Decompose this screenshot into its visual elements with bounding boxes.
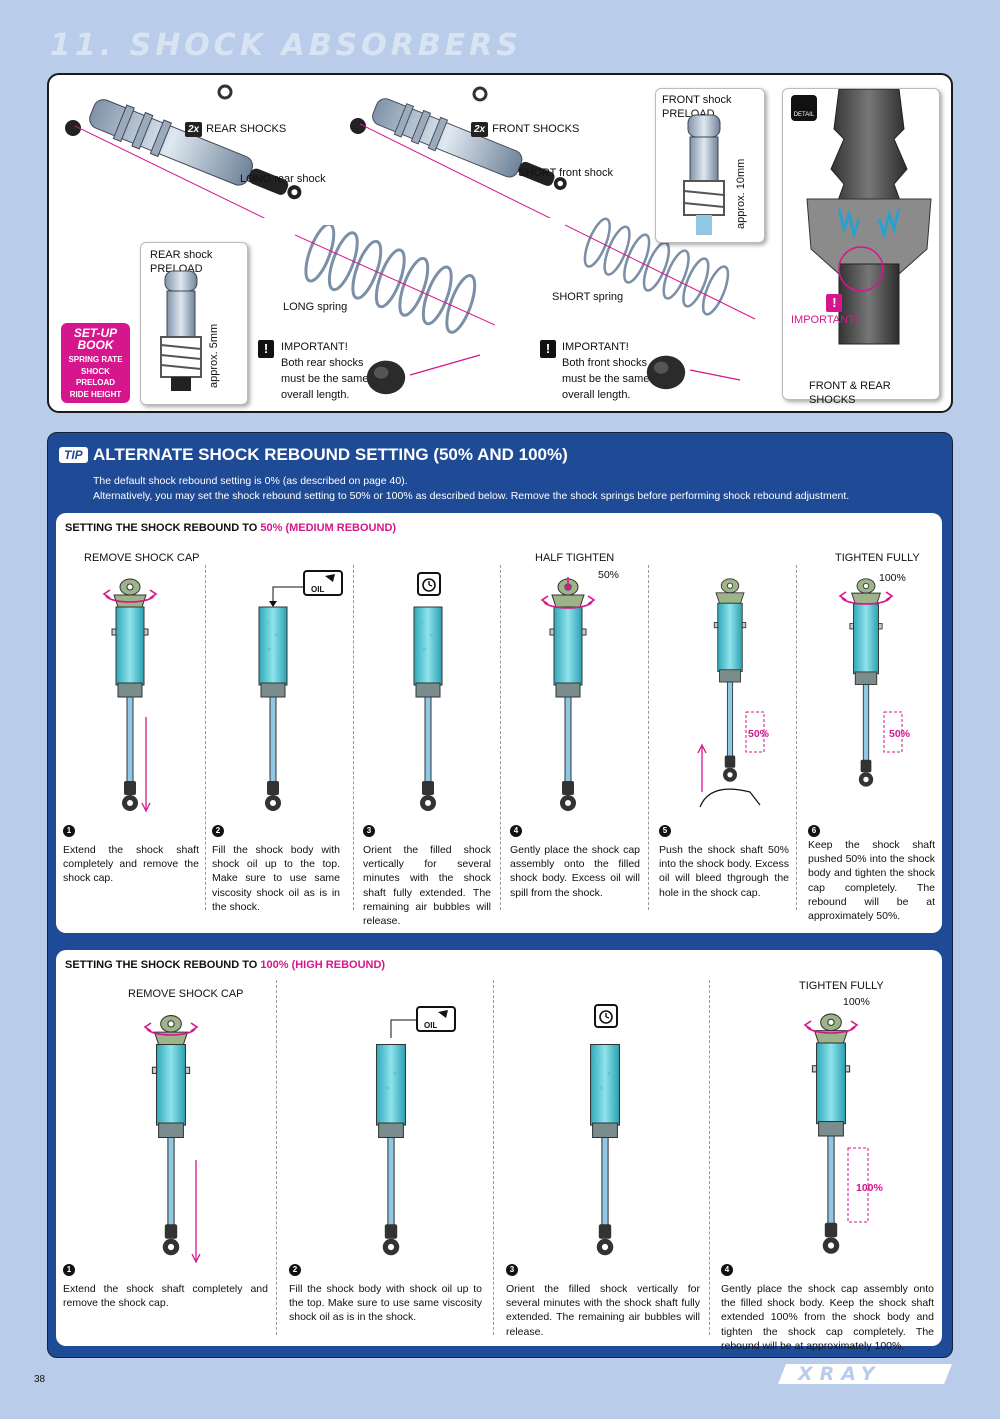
detail-important: ! IMPORTANT! xyxy=(791,294,858,326)
tighten-fully-pct: 100% xyxy=(879,572,906,584)
divider xyxy=(205,565,206,910)
shock-100-step-4 xyxy=(804,1013,869,1255)
step-5-text: Push the shock shaft 50% into the shock … xyxy=(659,844,789,899)
step-100-2: 2 xyxy=(289,1262,301,1276)
oil-icon xyxy=(303,570,343,596)
tip-badge: TIP xyxy=(59,447,88,463)
step-5: 5 xyxy=(659,823,671,837)
half-tighten-label: HALF TIGHTEN xyxy=(535,552,615,564)
divider xyxy=(353,565,354,910)
rear-preload-value: approx. 5mm xyxy=(208,323,220,388)
important-front-text: IMPORTANT!Both front shocks must be the … xyxy=(562,341,650,401)
shock-step-6 xyxy=(839,578,903,788)
rebound-100-title: SETTING THE SHOCK REBOUND TO 100% (HIGH … xyxy=(65,959,386,971)
shock-100-step-3 xyxy=(590,1043,620,1256)
rebound-pct-6: 50% xyxy=(889,728,911,740)
shock-step-2 xyxy=(258,586,303,812)
important-rear-note: ! xyxy=(258,340,274,358)
long-spring-illustration xyxy=(295,225,495,335)
short-spring-label: SHORT spring xyxy=(552,291,624,303)
divider xyxy=(276,980,277,1335)
shock-100-step-2 xyxy=(376,1019,418,1256)
setup-book-badge: SET-UP BOOK SPRING RATE SHOCK PRELOAD RI… xyxy=(61,323,130,403)
rebound-50-panel xyxy=(56,513,942,933)
step-100-1-text: Extend the shock shaft completely and re… xyxy=(63,1283,268,1310)
divider xyxy=(709,980,710,1335)
step-2-text: Fill the shock body with shock oil up to… xyxy=(212,844,340,913)
half-tighten-pct: 50% xyxy=(598,569,620,581)
long-rear-shock-label: LONG rear shock xyxy=(240,173,326,185)
short-front-shock-label: SHORT front shock xyxy=(518,167,613,179)
rebound-pct-100: 100% xyxy=(856,1182,883,1194)
warning-icon: ! xyxy=(258,340,274,358)
detail-caption: FRONT & REAR SHOCKS xyxy=(809,380,891,407)
important-rear-text: IMPORTANT!Both rear shocks must be the s… xyxy=(281,341,369,401)
detail-icon: DETAIL xyxy=(791,95,817,121)
long-spring-label: LONG spring xyxy=(283,301,348,313)
divider xyxy=(493,980,494,1335)
remove-cap-label-100: REMOVE SHOCK CAP xyxy=(128,988,244,1000)
front-shock-illustration xyxy=(350,86,573,218)
divider xyxy=(796,565,797,910)
tighten-fully-label: TIGHTEN FULLY xyxy=(835,552,920,564)
step-4-text: Gently place the shock cap assembly onto… xyxy=(510,844,640,899)
divider xyxy=(648,565,649,910)
tip-title: ALTERNATE SHOCK REBOUND SETTING (50% AND… xyxy=(93,445,568,464)
step-4: 4 xyxy=(510,823,522,837)
step-100-4-text: Gently place the shock cap assembly onto… xyxy=(721,1283,934,1352)
page-title: 11. SHOCK ABSORBERS xyxy=(50,28,522,63)
page-number: 38 xyxy=(34,1374,46,1385)
important-front-note: ! xyxy=(540,340,556,358)
rebound-pct-5: 50% xyxy=(748,728,770,740)
front-shock-cap-part xyxy=(646,355,741,390)
rear-shock-cap-part xyxy=(366,354,481,395)
step-1: 1 xyxy=(63,823,198,837)
warning-icon: ! xyxy=(826,294,843,312)
step-100-3-text: Orient the filled shock vertically for s… xyxy=(506,1283,700,1338)
shock-step-5 xyxy=(697,578,765,808)
step-3: 3 xyxy=(363,823,375,837)
rear-preload-inset: REAR shock PRELOAD approx. 5mm xyxy=(140,242,248,405)
detail-inset: DETAIL ! IMPORTANT! FRONT & REAR SHOCKS xyxy=(782,88,940,406)
svg-text:XRAY: XRAY xyxy=(797,1363,882,1385)
step-2: 2 xyxy=(212,823,224,837)
shock-step-4 xyxy=(541,577,595,812)
tighten-fully-pct-100: 100% xyxy=(843,996,870,1008)
xray-logo: XRAY xyxy=(776,1362,954,1391)
shock-step-3 xyxy=(413,606,443,812)
front-preload-inset: FRONT shock PRELOAD approx. 10mm xyxy=(655,88,765,243)
tip-description: The default shock rebound setting is 0% … xyxy=(93,475,850,503)
step-6-text: Keep the shock shaft pushed 50% into the… xyxy=(808,839,935,922)
step-100-1: 1 xyxy=(63,1262,75,1276)
divider xyxy=(500,565,501,910)
rebound-50-title: SETTING THE SHOCK REBOUND TO 50% (MEDIUM… xyxy=(65,522,397,534)
shock-step-1 xyxy=(103,578,157,813)
tighten-fully-label-100: TIGHTEN FULLY xyxy=(799,980,884,992)
step-3-text: Orient the filled shock vertically for s… xyxy=(363,844,491,927)
warning-icon: ! xyxy=(540,340,556,358)
step-100-4: 4 xyxy=(721,1262,733,1276)
short-spring-illustration xyxy=(565,215,756,320)
front-preload-value: approx. 10mm xyxy=(735,158,747,229)
step-100-3: 3 xyxy=(506,1262,518,1276)
shock-100-step-1 xyxy=(144,1015,201,1264)
remove-cap-label: REMOVE SHOCK CAP xyxy=(84,552,200,564)
step-6: 6 xyxy=(808,823,820,837)
rear-shock-illustration xyxy=(65,84,309,218)
step-100-2-text: Fill the shock body with shock oil up to… xyxy=(289,1283,482,1324)
rebound-100-panel xyxy=(56,950,942,1346)
step-1-text: Extend the shock shaft completely and re… xyxy=(63,844,199,885)
